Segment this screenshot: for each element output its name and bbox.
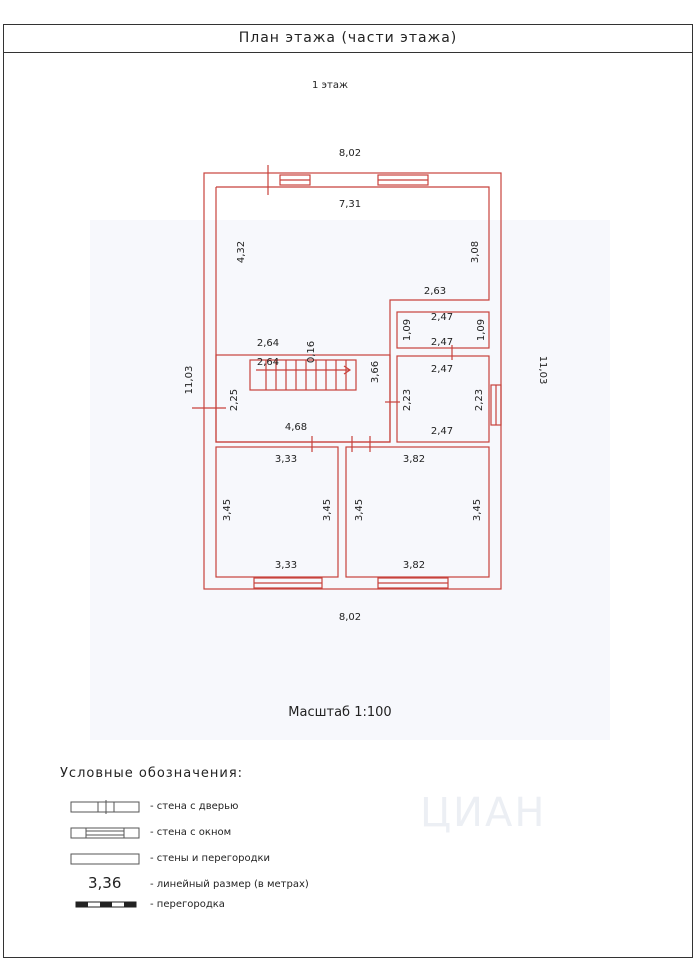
walls bbox=[192, 165, 502, 590]
dim-corridor-bottom: 4,68 bbox=[285, 422, 307, 433]
legend-text-door: - стена с дверью bbox=[150, 801, 239, 812]
legend-text-wall: - стены и перегородки bbox=[150, 853, 271, 864]
dim-corridor-right: 3,66 bbox=[370, 361, 381, 383]
dim-stair-height: 0,16 bbox=[306, 341, 317, 363]
dim-room3-top: 3,33 bbox=[275, 454, 297, 465]
legend-title: Условные обозначения: bbox=[60, 766, 244, 781]
dim-left-big: 4,32 bbox=[236, 241, 247, 263]
small-room-wall bbox=[396, 311, 490, 349]
dim-right-big: 3,08 bbox=[470, 241, 481, 263]
dim-small-room-left: 1,09 bbox=[402, 319, 413, 341]
legend-text-partition: - перегородка bbox=[150, 899, 225, 910]
dim-right-outer: 11,03 bbox=[537, 356, 548, 385]
page-title: План этажа (части этажа) bbox=[3, 24, 693, 53]
corridor-wall bbox=[215, 354, 391, 443]
dim-room3-bottom: 3,33 bbox=[275, 560, 297, 571]
dim-notch: 2,63 bbox=[424, 286, 446, 297]
floor-label: 1 этаж bbox=[312, 80, 348, 91]
dim-room4-top: 3,82 bbox=[403, 454, 425, 465]
room3-wall bbox=[215, 446, 339, 578]
dim-left-outer: 11,03 bbox=[184, 366, 195, 395]
dim-small-room-top: 2,47 bbox=[431, 312, 453, 323]
scale-label: Масштаб 1:100 bbox=[288, 705, 392, 720]
room4-wall bbox=[345, 446, 490, 578]
dim-room2-bottom: 2,47 bbox=[431, 426, 453, 437]
dim-bottom-outer: 8,02 bbox=[339, 612, 361, 623]
dim-room4-left: 3,45 bbox=[354, 499, 365, 521]
dim-top-outer: 8,02 bbox=[339, 148, 361, 159]
dim-room3-right: 3,45 bbox=[322, 499, 333, 521]
dim-room3-left: 3,45 bbox=[222, 499, 233, 521]
dim-stair-top: 2,64 bbox=[257, 338, 279, 349]
room2-wall bbox=[396, 355, 490, 443]
drawing-frame bbox=[3, 24, 693, 958]
wall-icon bbox=[70, 853, 140, 865]
window-wall-icon bbox=[70, 827, 140, 839]
watermark: ЦИАН bbox=[420, 790, 547, 836]
dim-corridor-left: 2,25 bbox=[229, 389, 240, 411]
dim-room4-bottom: 3,82 bbox=[403, 560, 425, 571]
dim-small-room-bottom: 2,47 bbox=[431, 337, 453, 348]
dim-small-room-right: 1,09 bbox=[476, 319, 487, 341]
dim-room2-top: 2,47 bbox=[431, 364, 453, 375]
dimension-labels: 8,02 7,31 4,32 3,08 2,63 2,47 1,09 1,09 … bbox=[184, 148, 548, 623]
legend-text-window: - стена с окном bbox=[150, 827, 232, 838]
dimension-icon: 3,36 bbox=[88, 874, 122, 892]
door-wall-icon bbox=[70, 800, 140, 814]
dim-room4-right: 3,45 bbox=[472, 499, 483, 521]
legend-text-dimension: - линейный размер (в метрах) bbox=[150, 879, 309, 890]
dim-stair-inner: 2,64 bbox=[257, 357, 279, 368]
dim-top-inner: 7,31 bbox=[339, 199, 361, 210]
outer-wall-outer bbox=[203, 172, 502, 590]
plan-background bbox=[90, 220, 610, 740]
partition-icon bbox=[75, 901, 137, 908]
dim-room2-left: 2,23 bbox=[402, 389, 413, 411]
stair bbox=[249, 359, 357, 391]
dim-room2-right: 2,23 bbox=[474, 389, 485, 411]
